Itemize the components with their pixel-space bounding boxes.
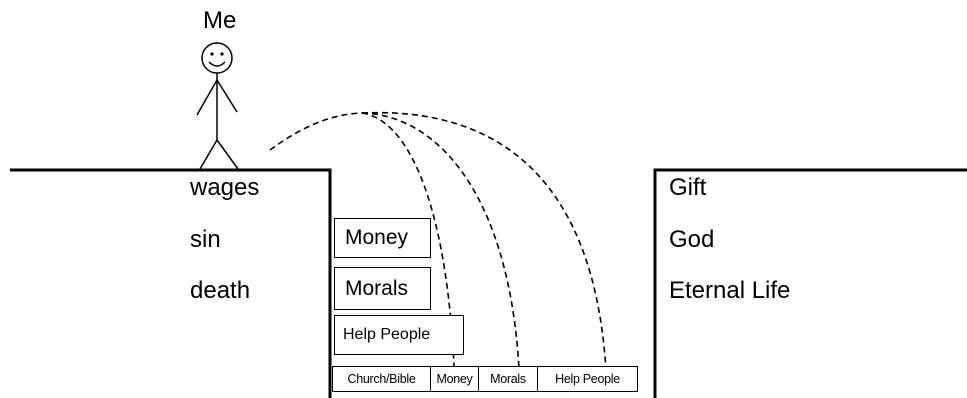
bottom-box-help-people-label: Help People xyxy=(555,372,620,386)
box-help-people-label: Help People xyxy=(343,326,431,343)
left-word-sin: sin xyxy=(190,226,221,253)
right-cliff-edge xyxy=(653,168,967,398)
left-word-wages: wages xyxy=(190,174,260,201)
box-morals: Morals xyxy=(334,267,431,310)
right-word-eternal-life: Eternal Life xyxy=(669,277,791,304)
bottom-box-church-bible-label: Church/Bible xyxy=(347,372,416,386)
right-eye xyxy=(220,52,224,56)
box-money-label: Money xyxy=(345,226,409,249)
smiley-face-icon xyxy=(201,42,233,74)
box-morals-label: Morals xyxy=(345,276,409,300)
left-cliff-edge xyxy=(10,168,332,398)
left-word-death: death xyxy=(190,277,251,304)
left-leg xyxy=(199,139,218,170)
right-arm xyxy=(216,79,238,113)
right-leg xyxy=(216,139,239,170)
box-money: Money xyxy=(334,218,431,258)
left-arm xyxy=(196,79,218,116)
bottom-box-money: Money xyxy=(430,366,479,392)
arc-help-people xyxy=(361,111,608,393)
arc-morals xyxy=(361,112,521,393)
bottom-box-church-bible: Church/Bible xyxy=(332,366,431,392)
stick-figure xyxy=(196,42,239,170)
bottom-box-money-label: Money xyxy=(436,372,473,386)
bottom-box-help-people: Help People xyxy=(537,366,638,392)
box-help-people: Help People xyxy=(334,315,464,355)
bottom-box-morals-label: Morals xyxy=(490,372,526,386)
person-label: Me xyxy=(203,7,237,34)
right-word-gift: Gift xyxy=(669,174,707,201)
arc-start xyxy=(269,112,363,151)
smile xyxy=(208,61,226,67)
right-word-god: God xyxy=(669,226,715,253)
bottom-box-morals: Morals xyxy=(478,366,538,392)
left-eye xyxy=(210,52,214,56)
